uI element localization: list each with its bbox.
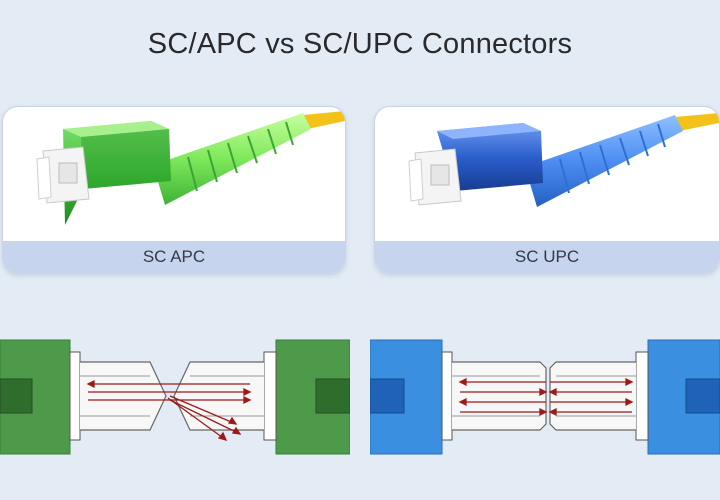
sc-upc-card: SC UPC xyxy=(374,106,720,274)
sc-apc-caption: SC APC xyxy=(3,241,345,273)
sc-upc-caption: SC UPC xyxy=(375,241,719,273)
upc-reflection-diagram xyxy=(370,339,720,455)
sc-apc-card: SC APC xyxy=(2,106,346,274)
sc-apc-connector-image xyxy=(36,111,345,225)
sc-upc-connector-image xyxy=(408,113,719,207)
page-title: SC/APC vs SC/UPC Connectors xyxy=(147,28,573,60)
apc-reflection-diagram xyxy=(0,339,350,455)
